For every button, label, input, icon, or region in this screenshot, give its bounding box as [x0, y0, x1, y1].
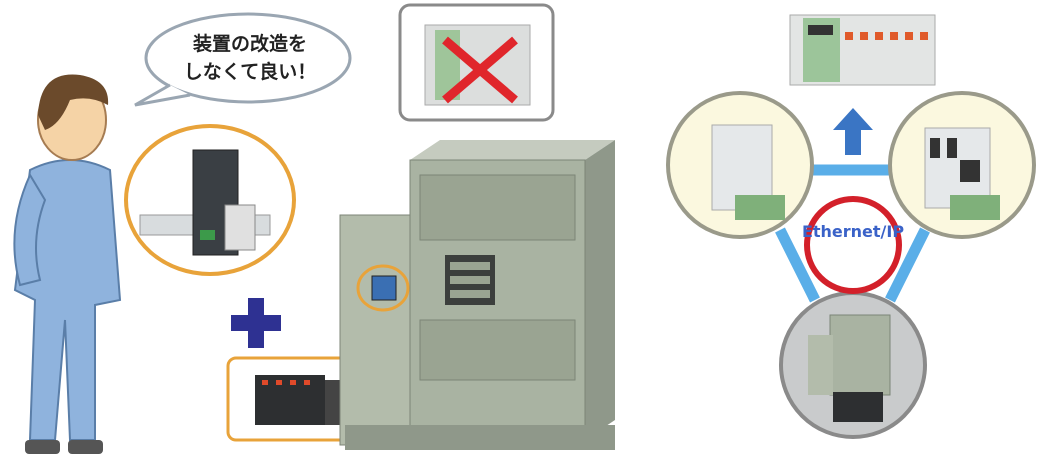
machine-node-right: [888, 91, 1036, 239]
ethernet-ring: [804, 196, 902, 294]
network-label: Ethernet/IP: [801, 222, 905, 241]
plus-icon: [231, 298, 281, 348]
gateway-device-callout: [124, 124, 296, 276]
speech-line-2: しなくて良い！: [183, 61, 317, 83]
speech-bubble: [134, 12, 352, 107]
machine-node-left: [666, 91, 814, 239]
industrial-machine: [339, 140, 615, 450]
host-plc: [789, 14, 936, 86]
machine-node-bottom: [779, 291, 927, 439]
upload-arrow-icon: [833, 108, 873, 155]
no-plc-replacement-callout: [398, 3, 555, 122]
speech-line-1: 装置の改造を: [192, 33, 307, 55]
network-links: [775, 164, 930, 303]
speech-bubble-text: 装置の改造を しなくて良い！: [170, 30, 330, 86]
worker-figure: [13, 74, 122, 454]
